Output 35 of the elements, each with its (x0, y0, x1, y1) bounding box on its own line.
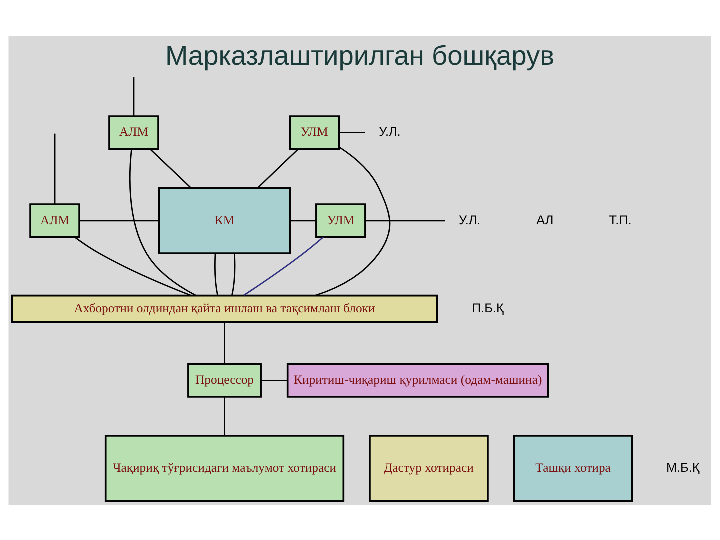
connector (224, 322, 226, 364)
connector (224, 396, 226, 436)
diagram-title: Марказлаштирилган бошқарув (165, 40, 555, 71)
node-text: У.Л. (379, 124, 401, 139)
connector (315, 146, 391, 296)
label: П.Б.Қ (472, 300, 504, 315)
node-box: Киритиш-чиқариш қурилмаси (одам-машина) (286, 362, 550, 398)
connector (290, 220, 316, 222)
node-box: АЛМ (108, 115, 160, 150)
node-box: Процессор (188, 362, 262, 398)
connector (366, 220, 445, 222)
connector (339, 132, 366, 134)
connector (129, 148, 196, 296)
connector (74, 236, 192, 296)
connector (150, 148, 192, 188)
node-box: Чақириқ тўғрисидаги маълумот хотираси (104, 434, 345, 502)
node-box: АЛМ (30, 203, 80, 238)
connector (54, 133, 56, 204)
node-box: Ахборотни олдиндан қайта ишлаш ва тақсимлаш блоки (11, 294, 438, 323)
node-box: Ташқи хотира (513, 434, 634, 502)
connector (257, 148, 299, 188)
label: АЛ (536, 212, 554, 227)
label: Т.П. (609, 212, 632, 227)
connector (244, 236, 324, 296)
connector (80, 220, 160, 222)
connector (133, 77, 135, 116)
node-text: У.Л. (458, 212, 481, 227)
node-box: КМ (158, 186, 292, 254)
connector (232, 253, 236, 296)
node-box: УЛМ (289, 115, 340, 150)
connector (261, 379, 288, 381)
node-box: Дастур хотираси (369, 434, 489, 502)
label: М.Б.Қ (666, 460, 700, 475)
node-box: УЛМ (316, 203, 366, 238)
connector (214, 253, 218, 296)
